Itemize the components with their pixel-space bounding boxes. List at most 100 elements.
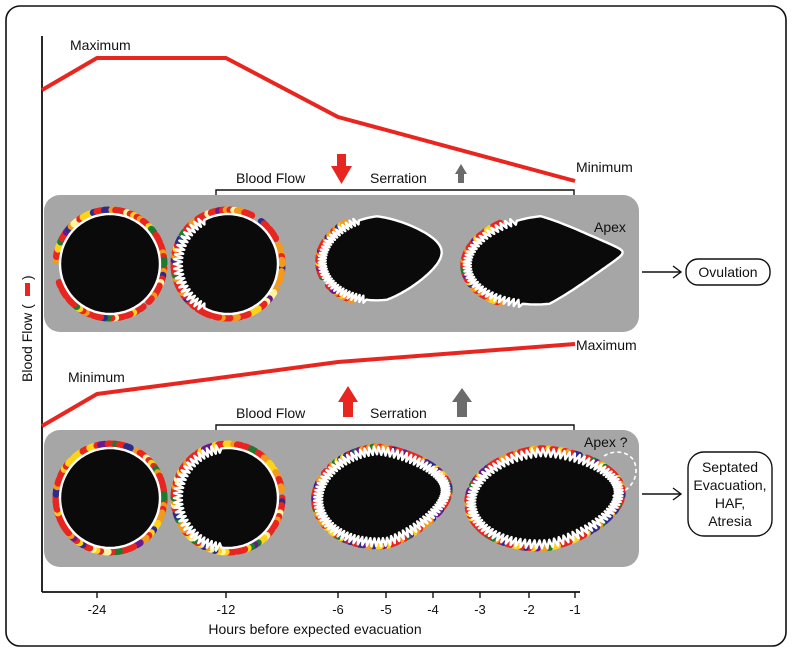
doppler-flow-signal	[260, 220, 271, 230]
upper-follicle-4	[460, 215, 624, 309]
doppler-flow-signal	[277, 502, 285, 513]
doppler-flow-signal	[112, 547, 123, 556]
y-axis-label: Blood Flow (	[19, 304, 35, 382]
follicle-antrum	[58, 446, 162, 550]
upper-bloodflow-down-arrow	[331, 154, 352, 184]
x-axis-label: Hours before expected evacuation	[208, 621, 421, 637]
lower-outcome-box	[687, 451, 773, 537]
doppler-flow-signal	[257, 300, 268, 311]
upper-serration-label: Serration	[370, 170, 427, 186]
lower-min-label: Minimum	[68, 369, 125, 385]
doppler-flow-signal	[241, 310, 252, 319]
upper-outcome-arrow-icon	[642, 265, 683, 279]
doppler-flow-signal	[277, 268, 285, 279]
doppler-flow-signal	[55, 278, 65, 290]
upper-bloodflow-line	[40, 56, 576, 183]
doppler-flow-signal	[275, 275, 284, 286]
doppler-flow-signal	[123, 443, 134, 452]
x-tick-label: -12	[217, 602, 236, 617]
doppler-flow-signal	[154, 235, 163, 246]
lower-bloodflow-label: Blood Flow	[236, 405, 306, 421]
upper-min-label: Minimum	[576, 159, 633, 175]
lower-follicle-2	[170, 440, 286, 556]
lower-follicle-4	[464, 445, 626, 552]
x-tick-label: -4	[427, 602, 439, 617]
doppler-flow-signal	[147, 225, 158, 236]
x-tick-label: -2	[523, 602, 535, 617]
lower-bloodflow-line	[40, 342, 576, 428]
y-axis-legend-swatch	[25, 283, 30, 296]
upper-bracket	[215, 189, 575, 196]
x-tick-label: -3	[474, 602, 486, 617]
y-axis-label-group: Blood Flow ( )	[19, 275, 35, 382]
x-tick-label: -5	[380, 602, 392, 617]
doppler-flow-signal	[73, 449, 84, 459]
doppler-flow-signal	[65, 295, 75, 306]
lower-serration-up-arrow	[452, 388, 472, 417]
doppler-flow-signal	[265, 459, 276, 470]
follicle-antrum	[317, 215, 443, 304]
doppler-flow-signal	[270, 519, 280, 531]
svg-text:Evacuation,: Evacuation,	[693, 477, 766, 493]
doppler-flow-signal	[248, 445, 259, 455]
doppler-flow-signal	[270, 231, 280, 243]
doppler-flow-signal	[211, 312, 223, 321]
upper-outcome-box	[685, 258, 771, 286]
doppler-flow-signal	[54, 476, 63, 487]
doppler-flow-signal	[215, 440, 226, 449]
x-tick-label: -24	[88, 602, 107, 617]
doppler-flow-signal	[152, 519, 162, 531]
svg-text:Atresia: Atresia	[708, 513, 752, 529]
lower-serration-label: Serration	[370, 405, 427, 421]
lower-bloodflow-up-arrow	[338, 386, 358, 417]
follicle-antrum	[466, 447, 624, 550]
doppler-flow-signal	[139, 217, 150, 228]
doppler-flow-signal	[82, 210, 94, 219]
x-tick-label: -1	[569, 602, 581, 617]
upper-bloodflow-label: Blood Flow	[236, 170, 306, 186]
follicle-antrum	[462, 215, 624, 309]
doppler-flow-signal	[89, 311, 101, 320]
lower-outcome-arrow-icon	[642, 487, 683, 501]
doppler-flow-signal	[97, 440, 108, 449]
doppler-flow-signal	[79, 445, 90, 455]
doppler-flow-signal	[133, 539, 144, 549]
x-tick-label: -6	[332, 602, 344, 617]
follicle-antrum	[58, 212, 162, 316]
follicle-antrum	[313, 445, 451, 548]
svg-text:Septated: Septated	[702, 459, 758, 475]
doppler-flow-signal	[197, 211, 208, 221]
doppler-flow-signal	[70, 217, 81, 228]
doppler-flow-signal	[233, 546, 245, 555]
doppler-flow-signal	[82, 543, 94, 552]
x-axis-ticks: -24 -12 -6 -5 -4 -3 -2 -1	[88, 592, 581, 617]
follicle-antrum	[172, 212, 280, 316]
upper-max-label: Maximum	[70, 37, 131, 53]
lower-apex-dashed-outline	[603, 451, 637, 497]
doppler-flow-signal	[136, 303, 147, 313]
lower-apex-label: Apex ?	[584, 434, 628, 450]
upper-serration-up-arrow	[455, 164, 467, 183]
lower-bracket	[215, 424, 575, 431]
doppler-flow-signal	[145, 295, 155, 306]
doppler-flow-signal	[58, 285, 68, 297]
doppler-flow-signal	[244, 210, 256, 219]
doppler-flow-signal	[65, 456, 75, 467]
lower-follicle-1	[52, 440, 168, 556]
upper-follicle-1	[52, 206, 168, 322]
svg-text:HAF,: HAF,	[715, 495, 745, 511]
upper-apex-label: Apex	[594, 219, 626, 235]
follicle-antrum	[172, 444, 280, 552]
upper-outcome-label: Ovulation	[698, 264, 757, 280]
lower-max-label: Maximum	[576, 337, 637, 353]
figure-frame	[5, 5, 787, 647]
y-axis-label-close: )	[19, 275, 35, 280]
lower-outcome-label: Septated Evacuation, HAF, Atresia	[693, 459, 766, 529]
doppler-flow-signal	[248, 307, 259, 317]
doppler-flow-signal	[86, 443, 97, 452]
upper-follicle-2	[170, 206, 286, 322]
doppler-flow-signal	[230, 313, 241, 322]
doppler-flow-signal	[233, 441, 245, 450]
doppler-flow-signal	[54, 242, 63, 253]
